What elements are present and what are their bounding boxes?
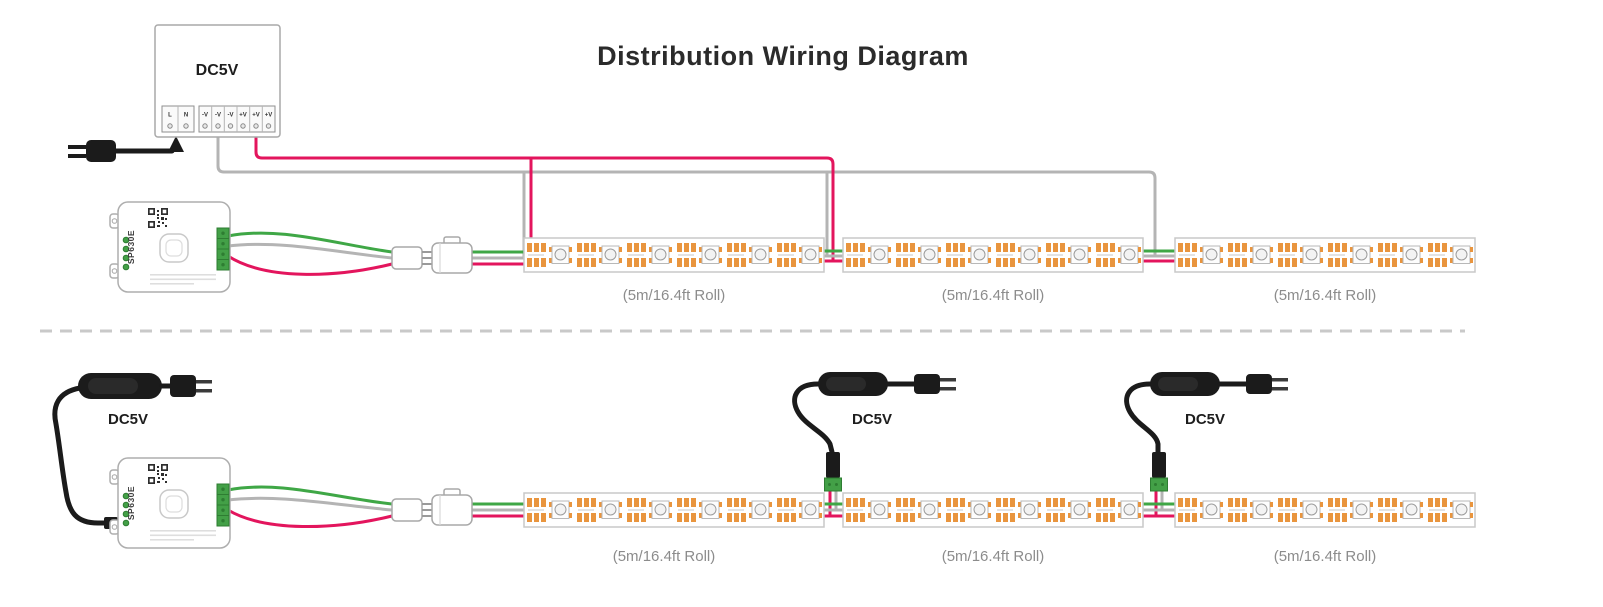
red-distribution-wire bbox=[254, 129, 835, 263]
controller-model-label: SP630E bbox=[126, 230, 136, 264]
dc-jack bbox=[824, 451, 842, 492]
roll-label: (5m/16.4ft Roll) bbox=[942, 287, 1045, 304]
led-strip bbox=[843, 238, 1143, 272]
led-strip bbox=[1175, 493, 1475, 527]
green-data-wire bbox=[226, 231, 394, 254]
top-controller-wires bbox=[226, 231, 529, 276]
power-cable bbox=[792, 381, 835, 455]
power-cable bbox=[52, 385, 109, 526]
power-adapter bbox=[818, 372, 956, 396]
roll-label: (5m/16.4ft Roll) bbox=[1274, 287, 1377, 304]
adapter-label: DC5V bbox=[1185, 411, 1225, 428]
diagram-title: Distribution Wiring Diagram bbox=[597, 41, 969, 71]
adapter-label: DC5V bbox=[852, 411, 892, 428]
power-adapter bbox=[78, 373, 212, 399]
terminal-label: -V bbox=[228, 113, 234, 119]
led-strip bbox=[524, 238, 824, 272]
terminal-label: N bbox=[184, 113, 188, 119]
terminal-label: +V bbox=[239, 113, 247, 119]
led-strip bbox=[524, 493, 824, 527]
red-wire bbox=[226, 254, 394, 276]
led-strip bbox=[843, 493, 1143, 527]
dc-jack bbox=[1150, 451, 1168, 492]
arrow-up-icon bbox=[168, 136, 184, 152]
adapter-label: DC5V bbox=[108, 411, 148, 428]
wire-connector bbox=[391, 488, 473, 526]
power-adapter bbox=[1150, 372, 1288, 396]
gray-wire bbox=[226, 242, 394, 260]
wire-connector bbox=[391, 236, 473, 274]
gray-distribution-wire bbox=[216, 129, 1157, 258]
terminal-label: L bbox=[168, 113, 172, 119]
terminal-label: -V bbox=[215, 113, 221, 119]
roll-label: (5m/16.4ft Roll) bbox=[623, 287, 726, 304]
controller-model-label: SP630E bbox=[126, 486, 136, 520]
roll-label: (5m/16.4ft Roll) bbox=[1274, 548, 1377, 565]
terminal-label: +V bbox=[252, 113, 260, 119]
power-cable bbox=[1124, 381, 1161, 455]
power-supply-label: DC5V bbox=[196, 62, 239, 79]
top-distribution-wires bbox=[216, 129, 1157, 266]
power-supply-unit: DC5V L N -V -V -V +V +V +V bbox=[154, 24, 281, 138]
led-strip bbox=[1175, 238, 1475, 272]
terminal-label: -V bbox=[202, 113, 208, 119]
ac-plug-icon bbox=[68, 136, 184, 162]
bottom-controller-wires bbox=[226, 485, 529, 528]
roll-label: (5m/16.4ft Roll) bbox=[613, 548, 716, 565]
terminal-label: +V bbox=[265, 113, 273, 119]
roll-label: (5m/16.4ft Roll) bbox=[942, 548, 1045, 565]
